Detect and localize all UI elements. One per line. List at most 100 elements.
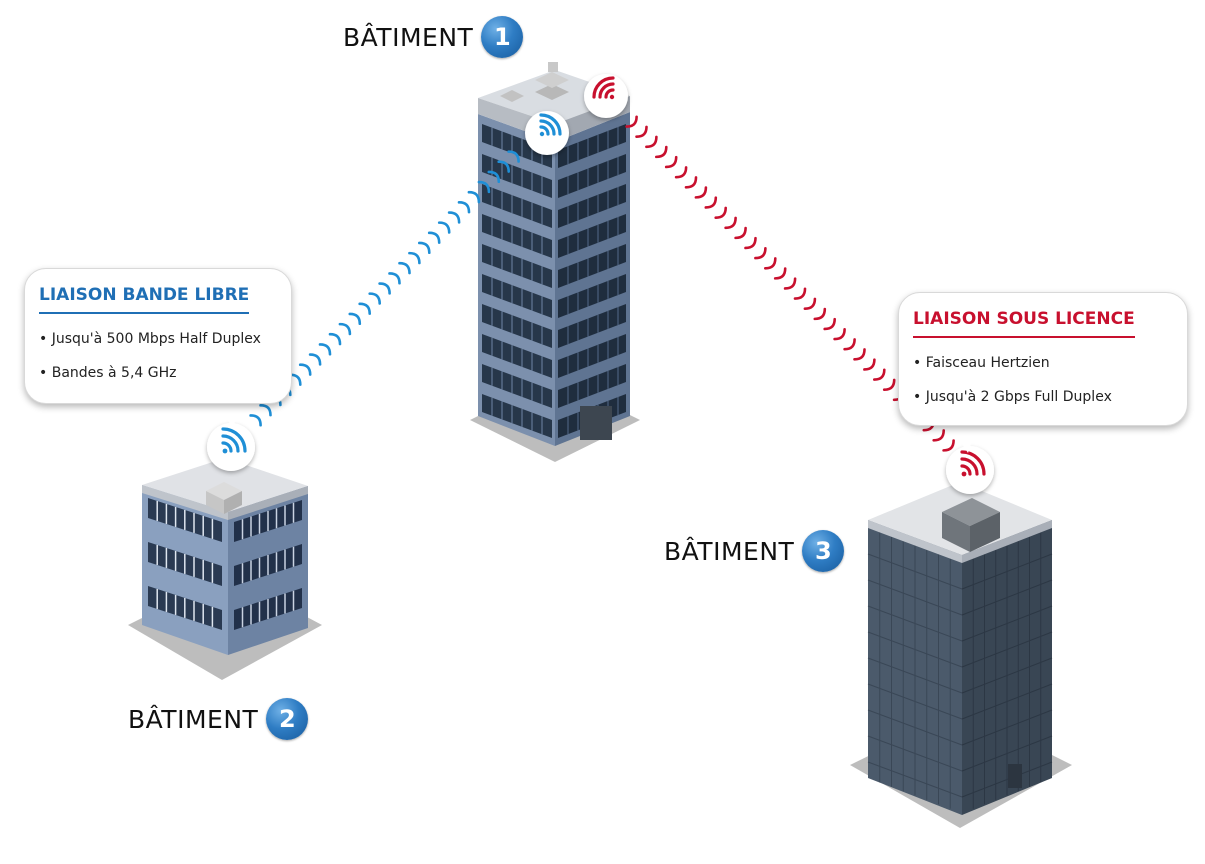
licensed-item: Faisceau Hertzien: [913, 346, 1187, 380]
wave-dash: [298, 363, 312, 376]
wifi-signal-icon: [221, 427, 247, 454]
wave-dash: [368, 292, 382, 305]
licensed-callout: LIAISON SOUS LICENCE Faisceau Hertzien J…: [898, 292, 1188, 426]
wave-dash: [288, 373, 302, 386]
wave-dash: [308, 353, 322, 366]
wave-dash: [664, 155, 678, 169]
wave-dash: [358, 302, 372, 315]
bubble-tail-free: [218, 400, 246, 428]
window-band: [482, 334, 552, 378]
wave-dash: [259, 404, 272, 417]
wave-dash: [645, 135, 658, 149]
wave-dash: [388, 272, 401, 285]
wave-dash: [249, 414, 262, 427]
building-3-label: BÂTIMENT 3: [664, 530, 845, 572]
window-band: [482, 124, 552, 168]
window-band: [558, 334, 626, 378]
wave-dash: [783, 277, 797, 290]
window-band: [482, 274, 552, 318]
wave-dash: [853, 348, 866, 361]
wave-dash: [843, 338, 856, 351]
window-band: [482, 364, 552, 408]
window-band: [482, 154, 552, 198]
free-band-item: Bandes à 5,4 GHz: [39, 356, 291, 390]
window-band: [558, 304, 626, 348]
wave-dash: [348, 312, 362, 326]
wave-dash: [684, 176, 698, 189]
building-1-name: BÂTIMENT: [343, 22, 474, 52]
window-band: [558, 214, 626, 258]
wave-dash: [932, 429, 946, 442]
wave-dash: [754, 246, 767, 260]
bubble-tail-licensed: [948, 423, 978, 453]
building-2-number-badge: 2: [266, 698, 309, 740]
antenna-red-b3: [946, 446, 994, 494]
building-2-name: BÂTIMENT: [128, 704, 259, 734]
wave-dash: [882, 378, 896, 391]
wave-dash: [704, 196, 718, 209]
wave-dash: [467, 190, 481, 204]
building-2-office: [128, 458, 322, 680]
licensed-item: Jusqu'à 2 Gbps Full Duplex: [913, 380, 1187, 414]
wave-dash: [833, 327, 846, 341]
building-1-tower: [470, 62, 640, 462]
wave-dash: [417, 241, 431, 255]
window-band: [482, 304, 552, 348]
window-band: [558, 274, 626, 318]
wave-dash: [773, 267, 787, 280]
building-1-label: BÂTIMENT 1: [343, 16, 524, 58]
licensed-link-waves: [625, 115, 955, 452]
wave-dash: [724, 216, 737, 230]
wave-dash: [318, 343, 332, 356]
antenna-red-b1: [584, 74, 628, 118]
wave-dash: [823, 317, 837, 331]
free-band-title: LIAISON BANDE LIBRE: [39, 285, 250, 314]
window-band: [558, 124, 626, 168]
wave-dash: [803, 297, 817, 310]
wave-dash: [942, 439, 955, 452]
wave-dash: [674, 166, 688, 179]
building-2-label: BÂTIMENT 2: [128, 698, 309, 740]
wave-dash: [487, 170, 501, 184]
licensed-title: LIAISON SOUS LICENCE: [913, 309, 1135, 338]
window-band: [558, 364, 626, 408]
wave-dash: [654, 145, 668, 159]
wave-dash: [507, 150, 520, 163]
wave-dash: [813, 307, 827, 321]
wave-dash: [863, 358, 876, 371]
wave-dash: [635, 125, 648, 138]
wifi-signal-icon: [539, 113, 562, 137]
window-band: [482, 394, 552, 438]
wave-dash: [338, 322, 352, 336]
building-1-number-badge: 1: [481, 16, 524, 58]
wave-dash: [427, 231, 441, 244]
free-band-item: Jusqu'à 500 Mbps Half Duplex: [39, 322, 291, 356]
wave-dash: [625, 115, 638, 128]
building-3-number-badge: 3: [802, 530, 845, 572]
wave-dash: [477, 180, 491, 194]
wave-dash: [328, 332, 342, 346]
wave-dash: [398, 261, 411, 275]
window-band: [558, 154, 626, 198]
window-band: [482, 214, 552, 258]
wave-dash: [497, 160, 511, 173]
wave-dash: [734, 226, 747, 240]
window-band: [482, 244, 552, 288]
wifi-signal-icon: [960, 450, 986, 477]
wave-dash: [872, 368, 886, 381]
window-band: [482, 184, 552, 228]
wave-dash: [744, 236, 757, 250]
antenna-blue-b1: [525, 111, 569, 155]
wave-dash: [457, 201, 471, 214]
free-band-link-waves: [249, 150, 520, 427]
wave-dash: [378, 282, 391, 295]
wave-dash: [437, 221, 451, 234]
building-3-glass-tower: [850, 482, 1072, 828]
wave-dash: [447, 211, 461, 224]
wave-dash: [793, 287, 807, 300]
free-band-callout: LIAISON BANDE LIBRE Jusqu'à 500 Mbps Hal…: [24, 268, 292, 404]
building-3-name: BÂTIMENT: [664, 536, 795, 566]
wave-dash: [694, 186, 708, 199]
wifi-signal-icon: [592, 76, 615, 100]
